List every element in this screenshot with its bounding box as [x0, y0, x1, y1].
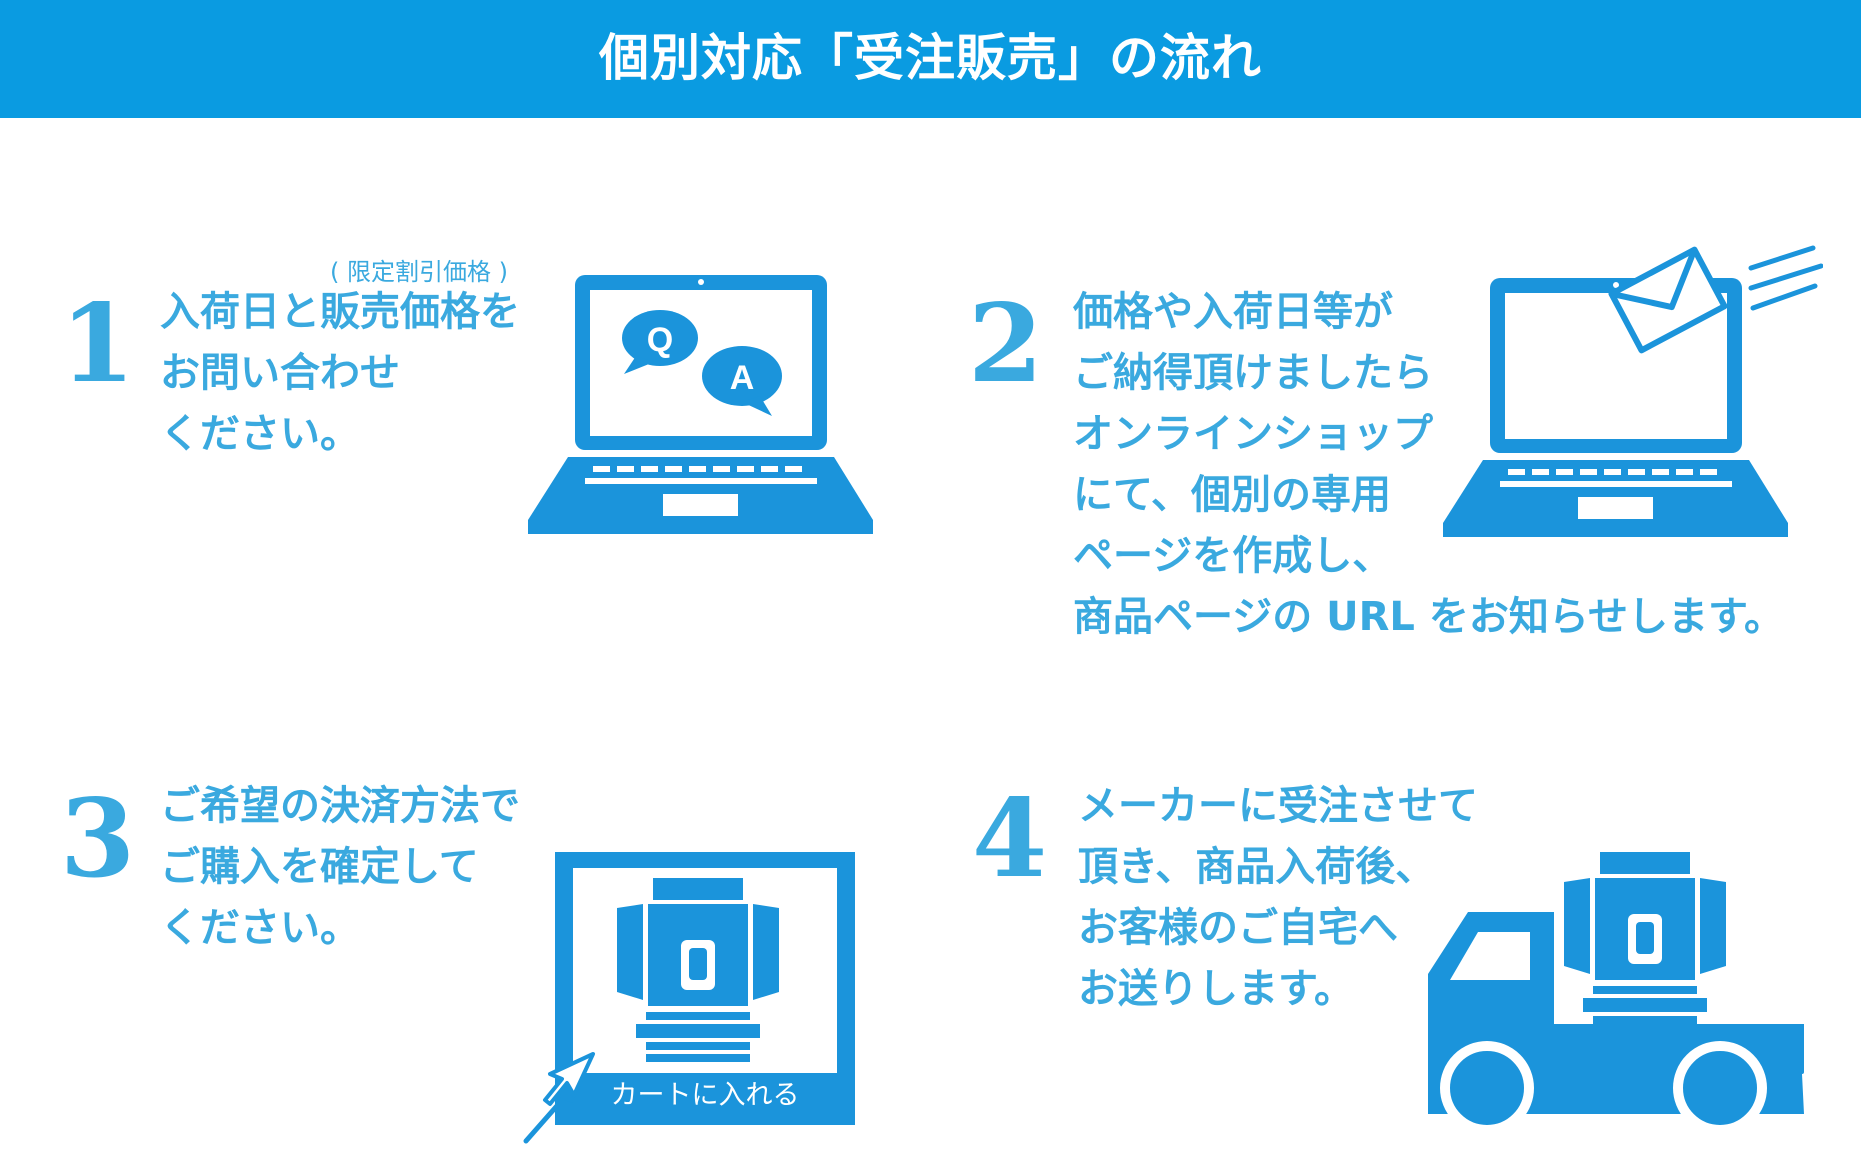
step-1-line: ください。	[160, 411, 360, 457]
step-3-line: ください。	[160, 905, 360, 951]
step-1-text: 入荷日と販売価格を お問い合わせ ください。	[160, 282, 520, 465]
envelope-icon	[1608, 246, 1728, 354]
step-1-number: 1	[60, 281, 136, 407]
step-2-line: 商品ページの URL をお知らせします。	[1073, 594, 1785, 640]
answer-label: A	[730, 359, 755, 397]
question-bubble: Q	[622, 310, 698, 374]
header-banner	[0, 0, 1861, 118]
step-3-text: ご希望の決済方法で ご購入を確定して ください。	[160, 776, 520, 959]
step-2-line: 価格や入荷日等が	[1073, 289, 1393, 335]
step-1-line: お問い合わせ	[160, 350, 400, 396]
step-2-text: 価格や入荷日等が ご納得頂けましたら オンラインショップ にて、個別の専用 ペー…	[1073, 282, 1784, 648]
step-2-line: にて、個別の専用	[1073, 472, 1391, 518]
answer-bubble: A	[702, 346, 782, 416]
product-screen-icon: カートに入れる	[523, 852, 855, 1144]
step-4-text: メーカーに受注させて 頂き、商品入荷後、 お客様のご自宅へ お送りします。	[1078, 776, 1478, 1020]
step-3-line: ご購入を確定して	[160, 844, 479, 890]
step-2-line: ご納得頂けましたら	[1073, 350, 1433, 396]
step-4-line: お送りします。	[1078, 966, 1354, 1012]
step-3-line: ご希望の決済方法で	[160, 783, 520, 829]
step-4-line: お客様のご自宅へ	[1078, 905, 1398, 951]
cursor-arrow-icon	[523, 1052, 595, 1144]
step-2-number: 2	[968, 281, 1044, 407]
step-2-line: オンラインショップ	[1073, 411, 1433, 457]
page-title: 個別対応「受注販売」の流れ	[599, 29, 1262, 87]
delivery-truck-icon	[1428, 852, 1804, 1130]
motion-lines	[1748, 245, 1823, 311]
laptop-mail-icon	[1443, 245, 1823, 537]
lamp-product-icon	[617, 878, 779, 1062]
step-1-line: 入荷日と販売価格を	[160, 289, 520, 335]
step-2-line: ページを作成し、	[1073, 533, 1393, 579]
step-4-line: 頂き、商品入荷後、	[1078, 844, 1436, 890]
step-4-line: メーカーに受注させて	[1078, 783, 1478, 829]
step-3-number: 3	[60, 776, 136, 902]
step-1-note: ( 限定割引価格 )	[330, 258, 508, 286]
question-label: Q	[647, 321, 673, 359]
laptop-qa-icon: Q A	[528, 275, 873, 534]
step-4-number: 4	[972, 776, 1048, 902]
lamp-product-icon	[1564, 852, 1726, 1036]
add-to-cart-label: カートに入れる	[611, 1080, 800, 1111]
